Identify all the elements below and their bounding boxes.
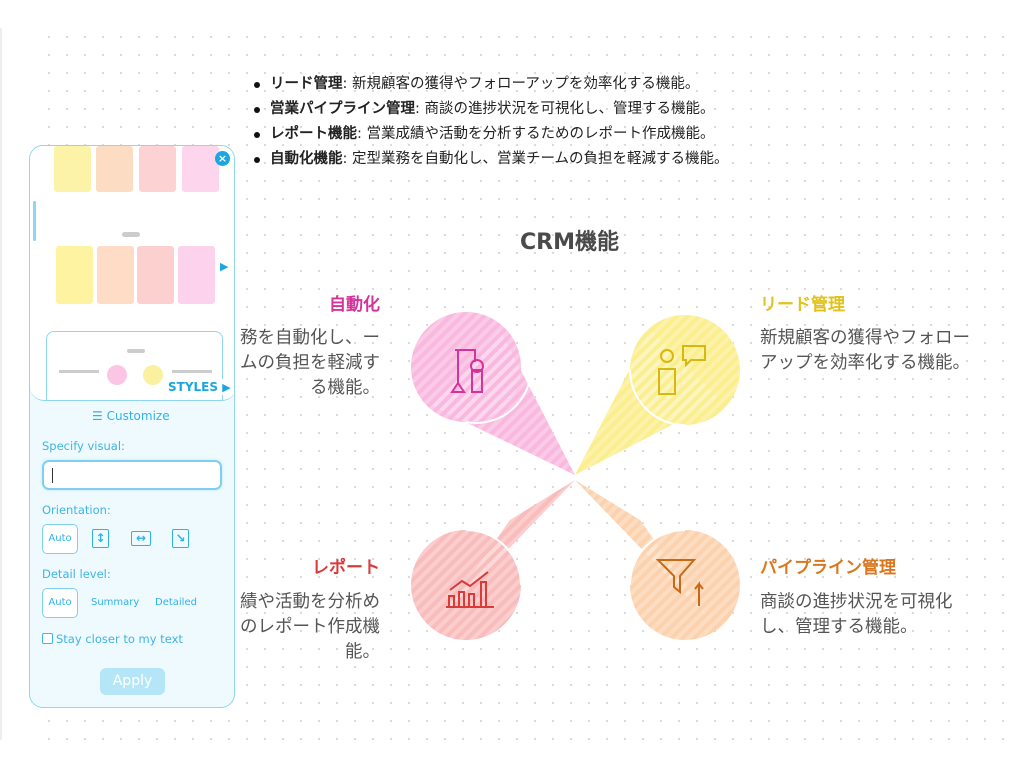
text: : 商談の進捗状況を可視化し、管理する機能。 <box>415 101 715 117</box>
text: : 新規顧客の獲得やフォローアップを効率化する機能。 <box>342 76 700 92</box>
style-thumbnail[interactable] <box>139 146 176 192</box>
label-automation: 自動化 <box>329 295 380 315</box>
bar-chart-growth-icon <box>446 571 494 608</box>
person-chat-icon <box>658 345 706 395</box>
term: 自動化機能 <box>270 151 343 167</box>
style-thumbnail[interactable] <box>182 146 219 192</box>
detail-summary-button[interactable]: Summary <box>91 597 140 608</box>
customize-label: Customize <box>106 409 170 423</box>
detail-level-label: Detail level: <box>42 567 111 581</box>
desc-report: 績や活動を分析めのレポート作成機能。 <box>240 592 380 662</box>
feature-list: リード管理: 新規顧客の獲得やフォローアップを効率化する機能。 営業パイプライン… <box>252 72 729 172</box>
text-cursor <box>52 468 53 483</box>
diagram-title: CRM機能 <box>520 230 619 255</box>
close-icon[interactable]: × <box>215 151 230 166</box>
orientation-auto-button[interactable]: Auto <box>42 524 78 554</box>
style-thumbnails[interactable]: × ▶ STYLES ▶ <box>30 146 234 401</box>
desc-lead: 新規顧客の獲得やフォローアップを効率化する機能。 <box>760 328 970 373</box>
orientation-label: Orientation: <box>42 503 111 517</box>
page-edge <box>0 28 2 740</box>
petal-lead <box>575 315 740 475</box>
petal-report <box>411 480 575 640</box>
robot-arm-icon <box>450 349 484 393</box>
term: レポート機能 <box>270 126 357 142</box>
desc-pipeline: 商談の進捗状況を可視化し、管理する機能。 <box>760 592 953 637</box>
play-arrow-icon[interactable]: ▶ <box>220 260 229 273</box>
detail-auto-button[interactable]: Auto <box>42 588 78 618</box>
petal-pipeline <box>575 480 740 640</box>
styles-button[interactable]: STYLES ▶ <box>166 379 233 395</box>
diagonal-orientation-icon[interactable]: ↘ <box>172 529 189 548</box>
petal-automation <box>411 312 575 475</box>
specify-visual-input[interactable] <box>42 460 222 490</box>
text: : 定型業務を自動化し、営業チームの負担を軽減する機能。 <box>342 151 729 167</box>
detail-detailed-button[interactable]: Detailed <box>155 597 197 608</box>
style-thumbnail[interactable] <box>178 246 215 304</box>
style-thumbnail[interactable] <box>56 246 93 304</box>
horizontal-orientation-icon[interactable]: ↔ <box>131 531 151 546</box>
list-item: リード管理: 新規顧客の獲得やフォローアップを効率化する機能。 <box>252 72 729 97</box>
term: リード管理 <box>270 76 343 92</box>
style-thumbnail[interactable] <box>96 146 133 192</box>
desc-automation: 務を自動化し、ームの負担を軽減する機能。 <box>240 328 380 398</box>
stay-closer-label: Stay closer to my text <box>56 632 183 646</box>
title-placeholder <box>122 232 140 237</box>
play-arrow-icon: ▶ <box>222 381 231 394</box>
list-item: レポート機能: 営業成績や活動を分析するためのレポート作成機能。 <box>252 122 729 147</box>
crm-diagram[interactable] <box>400 300 750 650</box>
sliders-icon: ☰ <box>92 409 103 423</box>
label-pipeline: パイプライン管理 <box>760 558 896 578</box>
text: : 営業成績や活動を分析するためのレポート作成機能。 <box>357 126 715 142</box>
label-lead: リード管理 <box>760 295 845 315</box>
style-thumbnail[interactable] <box>97 246 134 304</box>
customize-button[interactable]: ☰ Customize <box>92 409 170 423</box>
stay-closer-checkbox[interactable]: Stay closer to my text <box>42 632 183 646</box>
specify-visual-label: Specify visual: <box>42 439 125 453</box>
list-item: 営業パイプライン管理: 商談の進捗状況を可視化し、管理する機能。 <box>252 97 729 122</box>
list-item: 自動化機能: 定型業務を自動化し、営業チームの負担を軽減する機能。 <box>252 147 729 172</box>
style-panel: × ▶ STYLES ▶ ☰ Customize Specify visual:… <box>29 145 235 708</box>
term: 営業パイプライン管理 <box>270 101 415 117</box>
funnel-up-icon <box>655 559 704 606</box>
style-thumbnail[interactable] <box>137 246 174 304</box>
scrollbar[interactable] <box>33 201 36 241</box>
vertical-orientation-icon[interactable]: ↕ <box>92 529 109 548</box>
style-thumbnail[interactable] <box>54 146 91 192</box>
styles-label: STYLES <box>168 380 219 394</box>
apply-button[interactable]: Apply <box>100 668 165 695</box>
label-report: レポート <box>312 558 380 578</box>
checkbox-icon[interactable] <box>42 633 53 644</box>
